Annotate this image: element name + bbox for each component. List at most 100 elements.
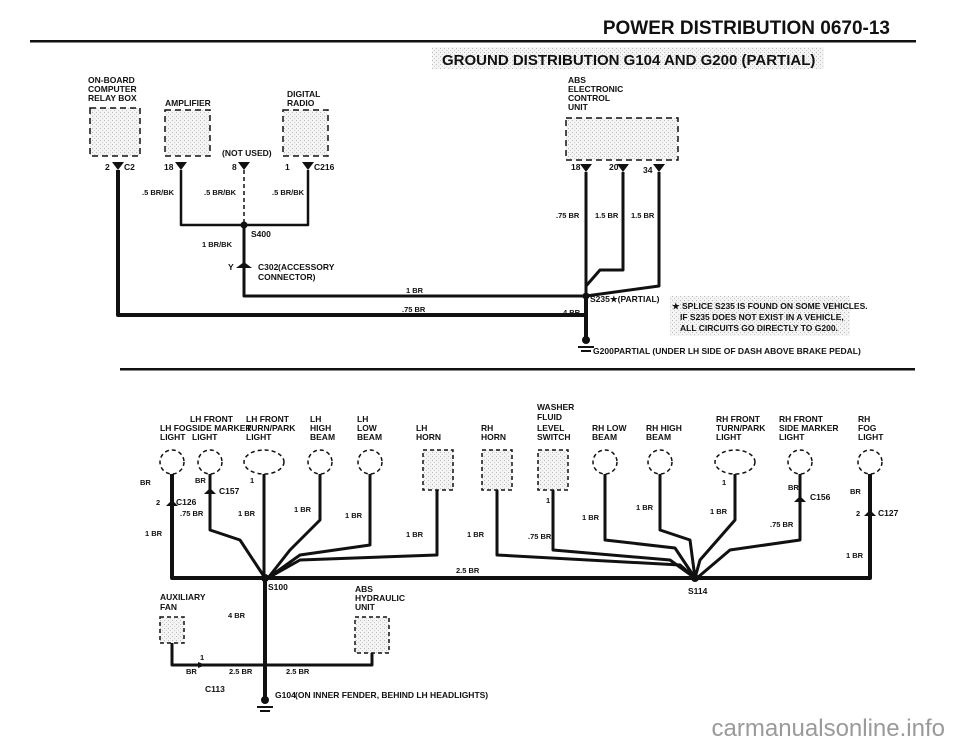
pin-label: 8 bbox=[232, 162, 237, 172]
abs-hydraulic-label-1: ABS bbox=[355, 584, 373, 594]
abs-hydraulic-ground-wire bbox=[265, 652, 374, 667]
washer-label-2: FLUID bbox=[537, 412, 562, 422]
lh-fog-label-2: LIGHT bbox=[160, 432, 186, 442]
abs-hydraulic-label-2: HYDRAULIC bbox=[355, 593, 405, 603]
lh-side-ground-wire bbox=[208, 474, 267, 579]
lh-side-label-1: LH FRONT bbox=[190, 414, 234, 424]
lh-turn-park-symbol bbox=[243, 449, 285, 475]
rh-fog-ground-wire bbox=[698, 474, 872, 580]
wire-label: 1 BR bbox=[406, 530, 424, 539]
lh-low-label-2: LOW bbox=[357, 423, 378, 433]
pin-label: 18 bbox=[571, 162, 581, 172]
rh-turn-ground-wire bbox=[693, 474, 737, 579]
connector-c127-label: C127 bbox=[878, 508, 899, 518]
rh-side-ground-wire bbox=[696, 474, 802, 580]
wire-label: BR bbox=[788, 483, 799, 492]
abs-ecu-label-4: UNIT bbox=[568, 102, 589, 112]
wire-label: .75 BR bbox=[402, 305, 426, 314]
rh-turn-park-symbol bbox=[714, 449, 756, 475]
rh-low-label-2: BEAM bbox=[592, 432, 617, 442]
wire-label: .75 BR bbox=[180, 509, 204, 518]
ground-g200-dot bbox=[582, 336, 590, 344]
site-watermark: carmanualsonline.info bbox=[712, 715, 945, 742]
obc-label-2: COMPUTER bbox=[88, 84, 137, 94]
rh-side-marker-symbol bbox=[787, 449, 813, 475]
wire-label: .5 BR/BK bbox=[142, 188, 175, 197]
splice-s114-dot bbox=[691, 574, 699, 582]
lh-high-ground-wire bbox=[266, 474, 322, 579]
splice-s100-label: S100 bbox=[268, 582, 288, 592]
lh-turn-label-3: LIGHT bbox=[246, 432, 272, 442]
rh-turn-label-1: RH FRONT bbox=[716, 414, 761, 424]
lh-low-label-1: LH bbox=[357, 414, 368, 424]
washer-label-1: WASHER bbox=[537, 402, 574, 412]
connector-c156-label: C156 bbox=[810, 492, 831, 502]
rh-fog-light-symbol bbox=[857, 449, 883, 475]
wire-label: 2.5 BR bbox=[286, 667, 310, 676]
lh-horn-label-1: LH bbox=[416, 423, 427, 433]
connector-c216: C216 bbox=[314, 162, 335, 172]
abs-hydraulic-box bbox=[354, 616, 390, 654]
rh-low-beam-symbol bbox=[592, 449, 618, 475]
section-divider bbox=[120, 368, 915, 371]
wire-label: BR bbox=[186, 667, 197, 676]
subtitle-band bbox=[432, 47, 824, 69]
s400-ground-wire bbox=[242, 225, 588, 340]
lh-high-label-1: LH bbox=[310, 414, 321, 424]
pin-label: 1 bbox=[722, 478, 726, 487]
lh-low-label-3: BEAM bbox=[357, 432, 382, 442]
ground-g104-desc: (ON INNER FENDER, BEHIND LH HEADLIGHTS) bbox=[295, 690, 488, 700]
bottom-nodes bbox=[166, 488, 876, 712]
pin-label: 2 bbox=[156, 498, 160, 507]
abs-hydraulic-label-3: UNIT bbox=[355, 602, 376, 612]
wire-label: 1.5 BR bbox=[631, 211, 655, 220]
washer-ground-wire bbox=[551, 490, 696, 580]
pin-label: 1 bbox=[250, 476, 254, 485]
abs-ecu-label-3: CONTROL bbox=[568, 93, 610, 103]
abs-ecu-box bbox=[565, 117, 679, 161]
obc-label-3: RELAY BOX bbox=[88, 93, 137, 103]
lh-high-label-3: BEAM bbox=[310, 432, 335, 442]
rh-side-label-2: SIDE MARKER bbox=[779, 423, 839, 433]
wire-label: 1 BR bbox=[345, 511, 363, 520]
connector-c2-symbol bbox=[112, 162, 124, 170]
wire-label: .5 BR/BK bbox=[272, 188, 305, 197]
lh-low-ground-wire bbox=[267, 474, 372, 580]
wire-label: .75 BR bbox=[770, 520, 794, 529]
connector-c113-symbol bbox=[198, 662, 206, 668]
wire-label: 1 BR bbox=[238, 509, 256, 518]
rh-horn-ground-wire bbox=[495, 490, 696, 580]
splice-note-3: ALL CIRCUITS GO DIRECTLY TO G200. bbox=[680, 323, 838, 333]
amplifier-box bbox=[164, 109, 211, 157]
ground-g200-desc: PARTIAL (UNDER LH SIDE OF DASH ABOVE BRA… bbox=[614, 346, 861, 356]
splice-s100-dot bbox=[261, 574, 269, 582]
connector-symbol bbox=[175, 162, 187, 170]
radio-ground-wire bbox=[244, 170, 310, 227]
connector-symbol bbox=[580, 164, 592, 172]
aux-fan-label-1: AUXILIARY bbox=[160, 592, 206, 602]
splice-s400-dot bbox=[240, 221, 248, 229]
connector-c156-symbol bbox=[794, 496, 806, 502]
obc-relay-box bbox=[89, 107, 141, 157]
rh-low-ground-wire bbox=[603, 474, 697, 579]
bottom-wire-labels: BR BR 1 2 C126 C157 .75 BR 1 BR 1 BR 1 B… bbox=[140, 476, 899, 700]
washer-label-4: SWITCH bbox=[537, 432, 571, 442]
lh-turn-label-1: LH FRONT bbox=[246, 414, 290, 424]
wire-label: 1 BR bbox=[710, 507, 728, 516]
wire-label: 1 BR bbox=[406, 286, 424, 295]
bottom-components bbox=[159, 449, 883, 491]
rh-high-ground-wire bbox=[658, 474, 697, 579]
wire-label: 1 BR bbox=[145, 529, 163, 538]
top-components: ON-BOARD COMPUTER RELAY BOX AMPLIFIER DI… bbox=[88, 75, 679, 161]
c302-desc-1: (ACCESSORY bbox=[278, 262, 335, 272]
wire-label: .75 BR bbox=[528, 532, 552, 541]
ground-g200-label: G200 bbox=[593, 346, 614, 356]
top-wire-labels: .5 BR/BK .5 BR/BK .5 BR/BK S400 1 BR/BK … bbox=[142, 188, 660, 317]
lh-side-label-2: SIDE MARKER bbox=[192, 423, 252, 433]
bottom-lower-components: AUXILIARY FAN ABS HYDRAULIC UNIT bbox=[159, 584, 405, 654]
splice-s400-label: S400 bbox=[251, 229, 271, 239]
rh-fog-label-3: LIGHT bbox=[858, 432, 884, 442]
rh-turn-label-3: LIGHT bbox=[716, 432, 742, 442]
connector-symbol bbox=[653, 164, 665, 172]
